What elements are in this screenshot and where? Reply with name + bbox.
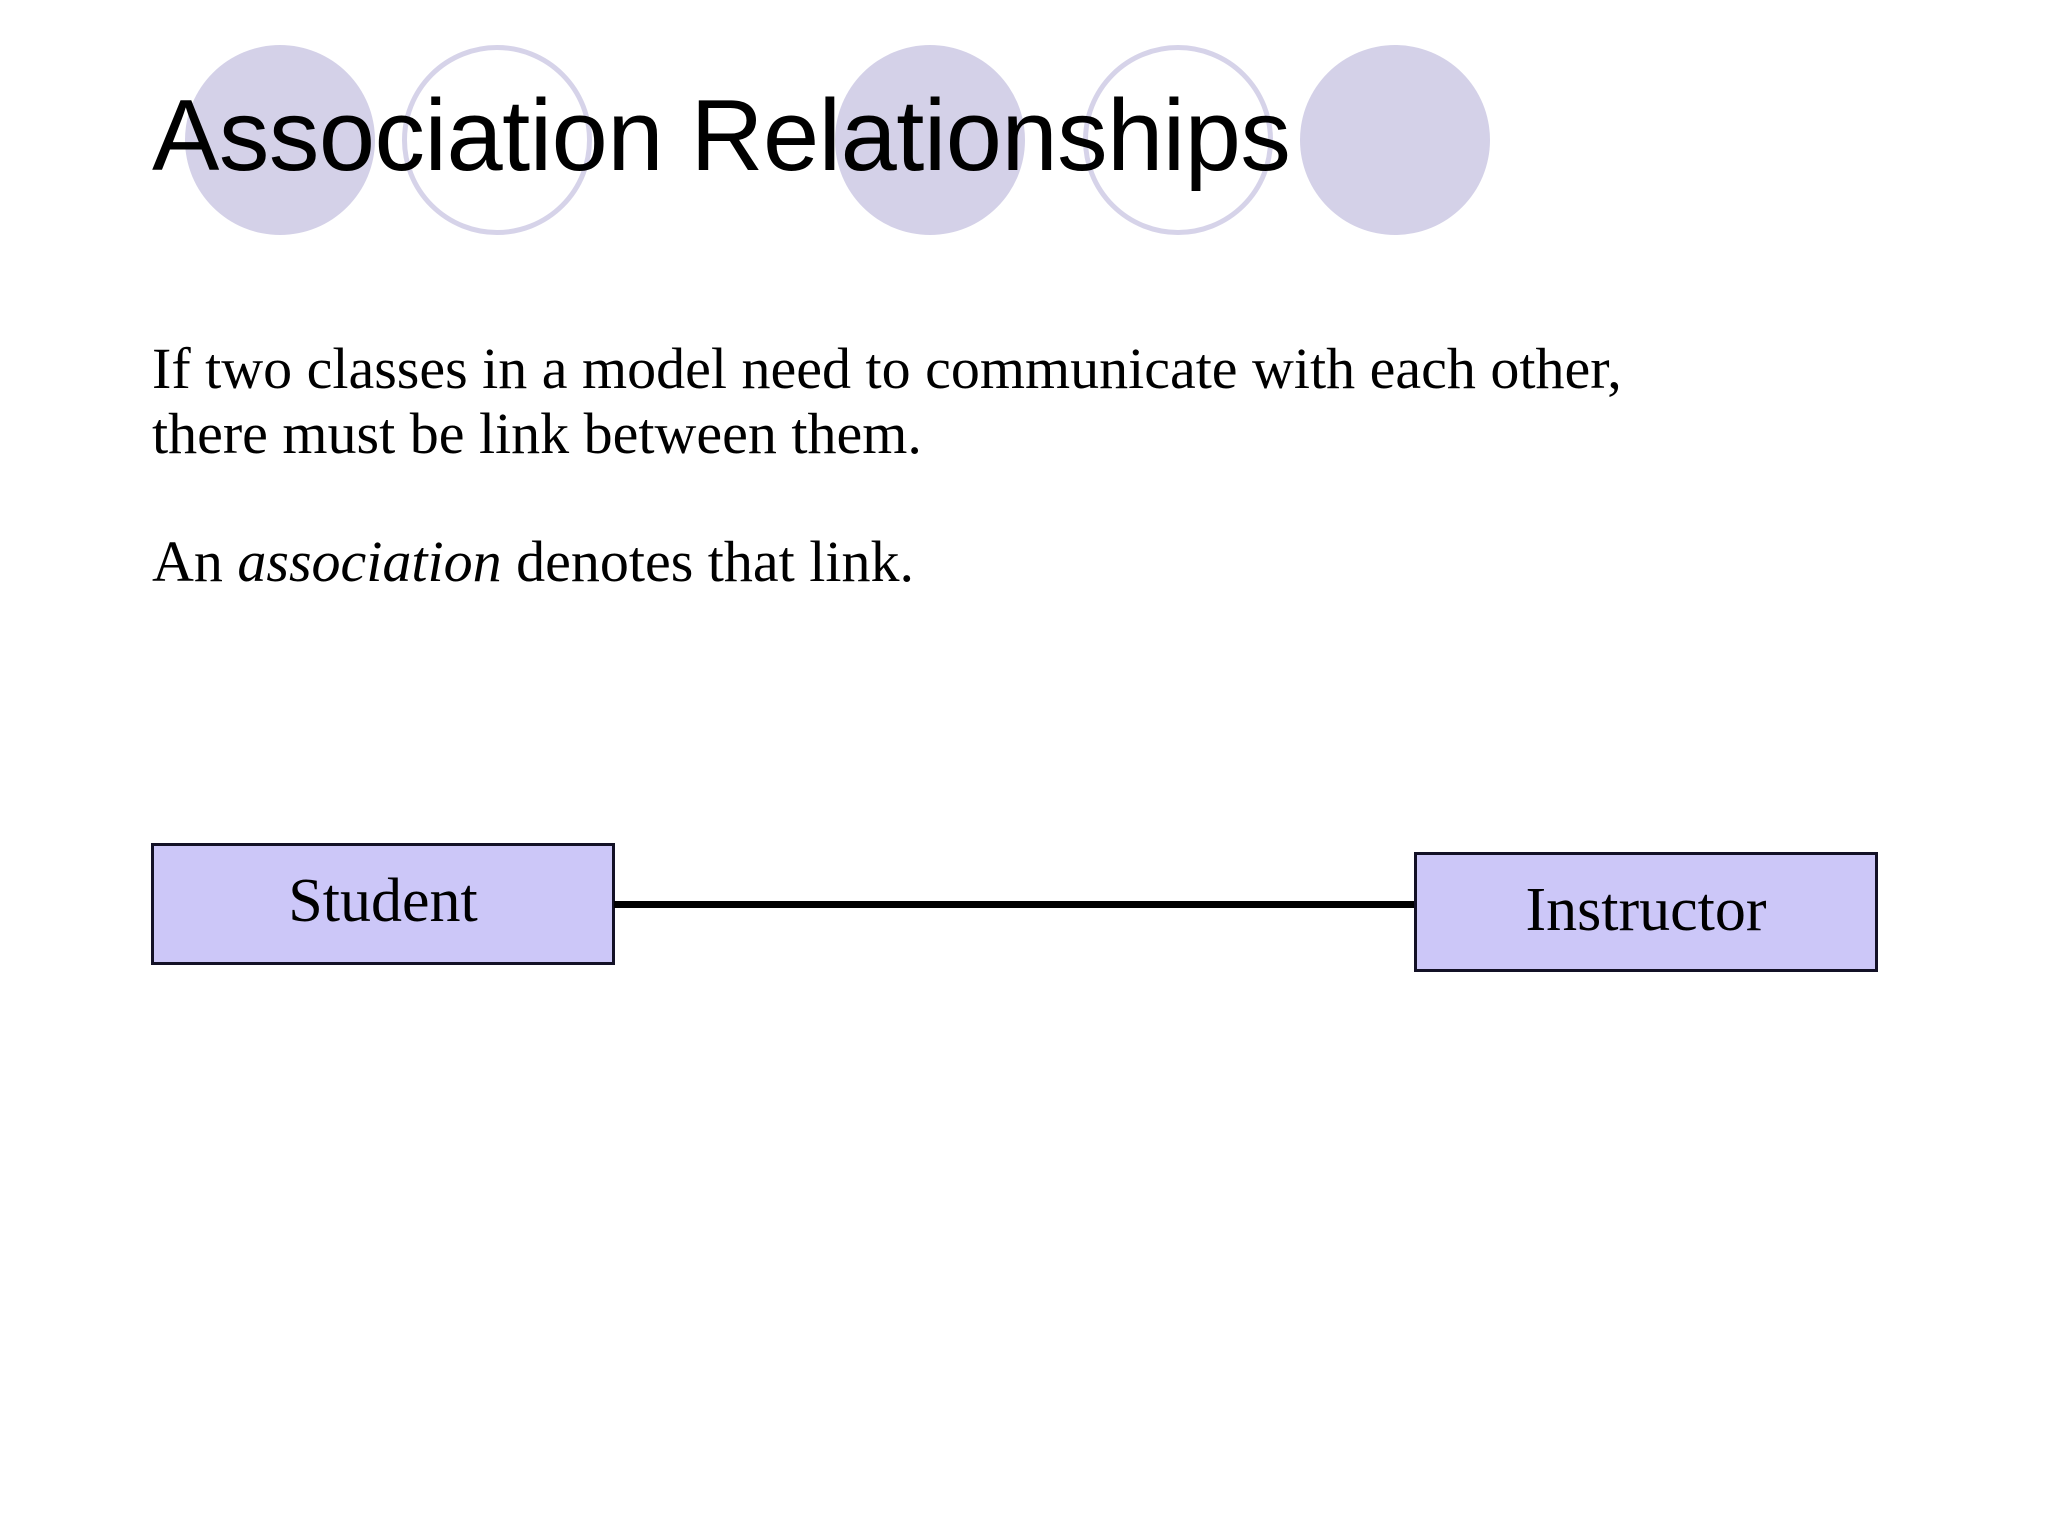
uml-class-label-instructor: Instructor — [1525, 876, 1767, 944]
definition-prefix: An — [152, 528, 238, 594]
body-paragraph-intro-line2: there must be link between them. — [152, 400, 922, 466]
body-paragraph-definition: An association denotes that link. — [152, 528, 1912, 595]
uml-association-line[interactable] — [614, 901, 1416, 908]
slide-body: If two classes in a model need to commun… — [152, 336, 1912, 595]
page-title: Association Relationships — [152, 80, 1291, 192]
uml-class-label-student: Student — [288, 867, 478, 935]
uml-class-box-student[interactable]: Student — [151, 843, 615, 965]
body-paragraph-spacer — [152, 467, 1912, 530]
definition-suffix: denotes that link. — [501, 528, 914, 594]
uml-class-box-instructor[interactable]: Instructor — [1414, 852, 1878, 972]
definition-emphasis: association — [237, 528, 502, 594]
body-paragraph-intro-line1: If two classes in a model need to commun… — [152, 336, 1622, 401]
